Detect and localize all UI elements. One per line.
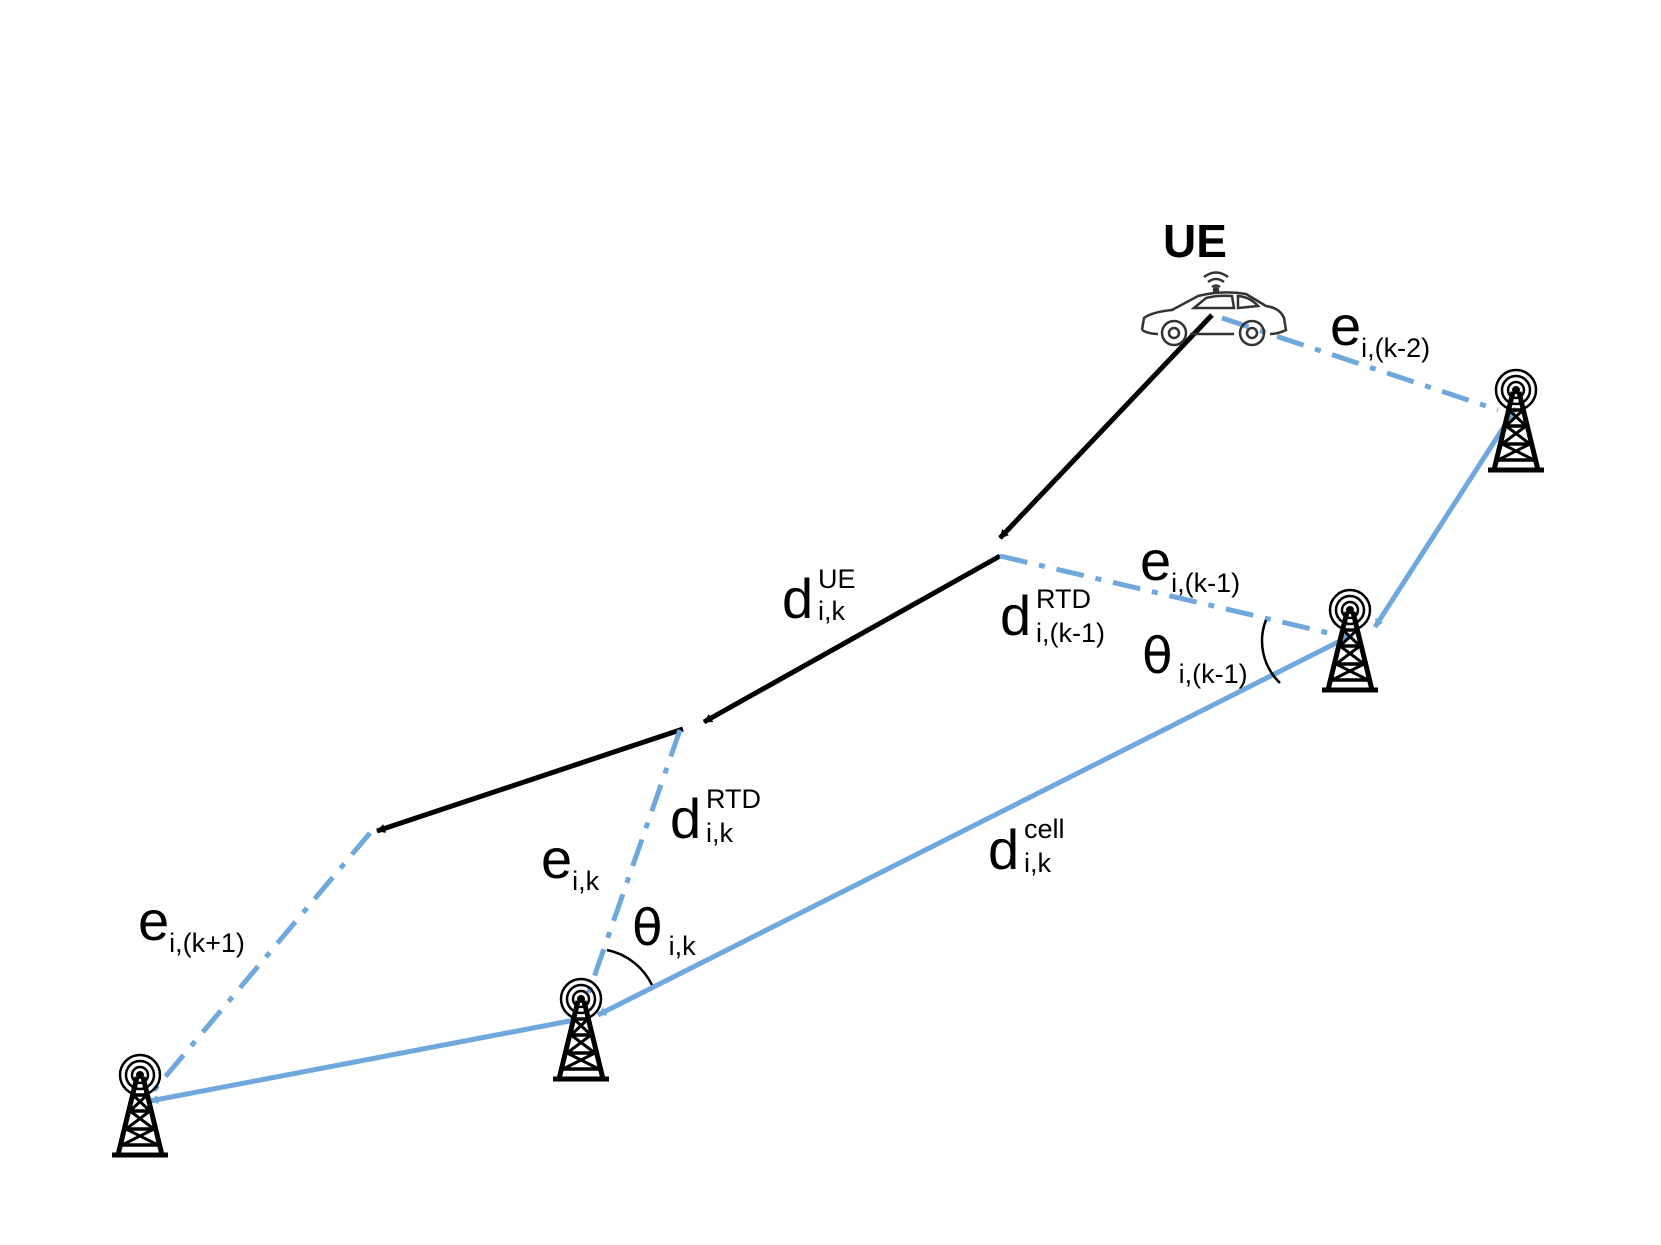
label-d-ue: d UE i,k [782,564,856,630]
label-d-cell: d cell i,k [988,814,1065,881]
cell-tower-icon [1322,590,1378,690]
svg-text:d: d [1000,584,1031,647]
error-lines [148,315,1499,1097]
svg-text:i,(k-1): i,(k-1) [1036,618,1105,648]
cell-path-segment-1 [1372,406,1519,629]
error-line-k-plus-1 [148,831,372,1097]
label-d-rtd-k-1: d RTD i,(k-1) [1000,584,1105,648]
angle-arc-k-1 [1260,619,1281,684]
cell-path-segment-3 [149,1017,576,1104]
ue-path-segment-3 [376,726,684,834]
error-line-k-2 [1221,315,1499,413]
label-e-k-2: ei,(k-2) [1330,294,1430,363]
ue-path-segment-1 [998,313,1214,540]
label-e-k-plus-1: ei,(k+1) [138,889,245,958]
cell-trajectory [149,406,1519,1104]
error-line-k-1 [999,553,1351,641]
cell-tower-icon [553,979,609,1079]
svg-text:UE: UE [818,564,856,594]
ue-path-segment-2 [702,553,1002,725]
ue-trajectory [376,313,1214,834]
label-d-rtd-k: d RTD i,k [670,784,761,850]
svg-text:d: d [670,787,701,850]
car-icon [1140,271,1288,347]
label-e-k-1: ei,(k-1) [1140,529,1240,598]
cell-path-segment-2 [596,634,1350,1018]
svg-text:i,k: i,k [706,818,734,848]
ue-label: UE [1163,215,1227,267]
svg-text:d: d [782,567,813,630]
error-line-k [581,729,683,1007]
angle-arc-k [606,948,654,986]
svg-text:RTD: RTD [1036,584,1091,614]
cell-tower-icon [112,1055,168,1155]
svg-text:i,k: i,k [1024,848,1052,878]
label-e-k: ei,k [541,827,600,896]
svg-text:i,k: i,k [818,596,846,626]
svg-text:cell: cell [1024,814,1065,844]
svg-text:RTD: RTD [706,784,761,814]
cell-tower-icon [1488,370,1544,470]
svg-text:d: d [988,818,1019,881]
